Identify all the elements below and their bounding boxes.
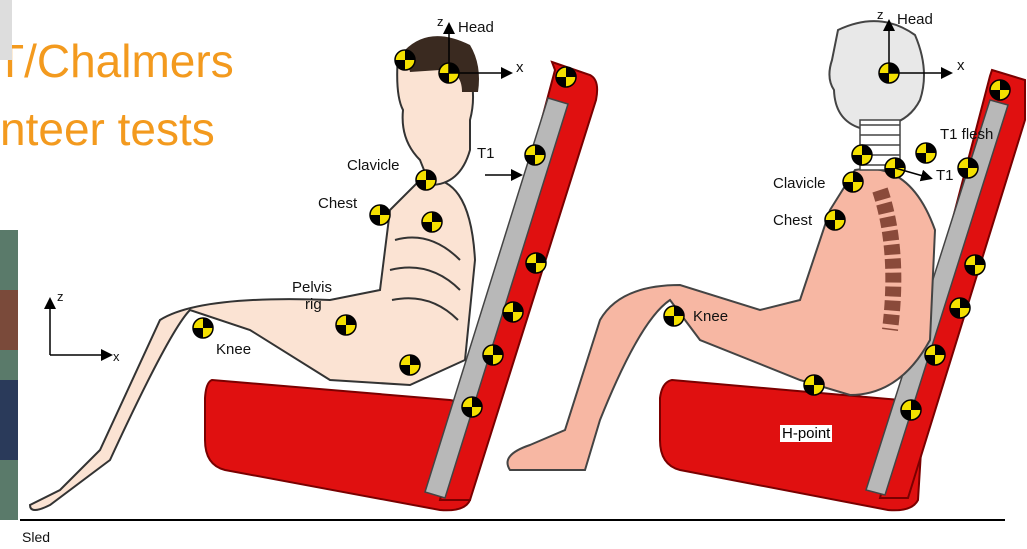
left-rig-label: rig xyxy=(305,297,322,312)
axis-x-label: x xyxy=(113,350,120,363)
marker-knee-icon xyxy=(664,306,684,326)
marker-chest-icon xyxy=(825,210,845,230)
right-head-label: Head xyxy=(897,12,933,27)
right-chest-label: Chest xyxy=(773,213,812,228)
marker-seatback-icon xyxy=(503,302,523,322)
marker-t1-flesh-icon xyxy=(916,143,936,163)
marker-seat-top-icon xyxy=(990,80,1010,100)
left-pelvis-label: Pelvis xyxy=(292,280,332,295)
marker-seatback-icon xyxy=(483,345,503,365)
right-clavicle-label: Clavicle xyxy=(773,176,826,191)
marker-clavicle-icon xyxy=(843,172,863,192)
background-photo-strip xyxy=(0,0,18,520)
marker-h-point-icon xyxy=(804,375,824,395)
marker-head-icon xyxy=(395,50,415,70)
left-knee-label: Knee xyxy=(216,342,251,357)
sled-label: Sled xyxy=(22,530,50,544)
marker-seatback-icon xyxy=(462,397,482,417)
left-t1-label: T1 xyxy=(477,146,495,161)
marker-pelvis-icon xyxy=(400,355,420,375)
marker-knee-icon xyxy=(193,318,213,338)
marker-seatback-icon xyxy=(901,400,921,420)
left-chest-label: Chest xyxy=(318,196,357,211)
axis-arrow-icon xyxy=(50,300,110,355)
marker-clavicle-icon xyxy=(416,170,436,190)
left-head-label: Head xyxy=(458,20,494,35)
marker-seatback-icon xyxy=(925,345,945,365)
marker-t1-icon xyxy=(525,145,545,165)
right-head-x-label: x xyxy=(957,58,965,73)
marker-seatback-icon xyxy=(958,158,978,178)
marker-seat-top-icon xyxy=(556,67,576,87)
marker-clavicle-icon xyxy=(852,145,872,165)
marker-seatback-icon xyxy=(526,253,546,273)
right-h-point-label: H-point xyxy=(780,425,832,442)
left-head-x-label: x xyxy=(516,60,524,75)
right-t1-flesh-label: T1 flesh xyxy=(940,127,993,142)
right-head-z-label: z xyxy=(877,8,884,21)
left-clavicle-label: Clavicle xyxy=(347,158,400,173)
marker-chest-icon xyxy=(422,212,442,232)
marker-seatback-icon xyxy=(950,298,970,318)
marker-seatback-icon xyxy=(965,255,985,275)
axis-z-label: z xyxy=(57,290,64,303)
marker-pelvis-icon xyxy=(336,315,356,335)
left-head-z-label: z xyxy=(437,15,444,28)
right-knee-label: Knee xyxy=(693,309,728,324)
right-t1-label: T1 xyxy=(936,168,954,183)
marker-chest-icon xyxy=(370,205,390,225)
